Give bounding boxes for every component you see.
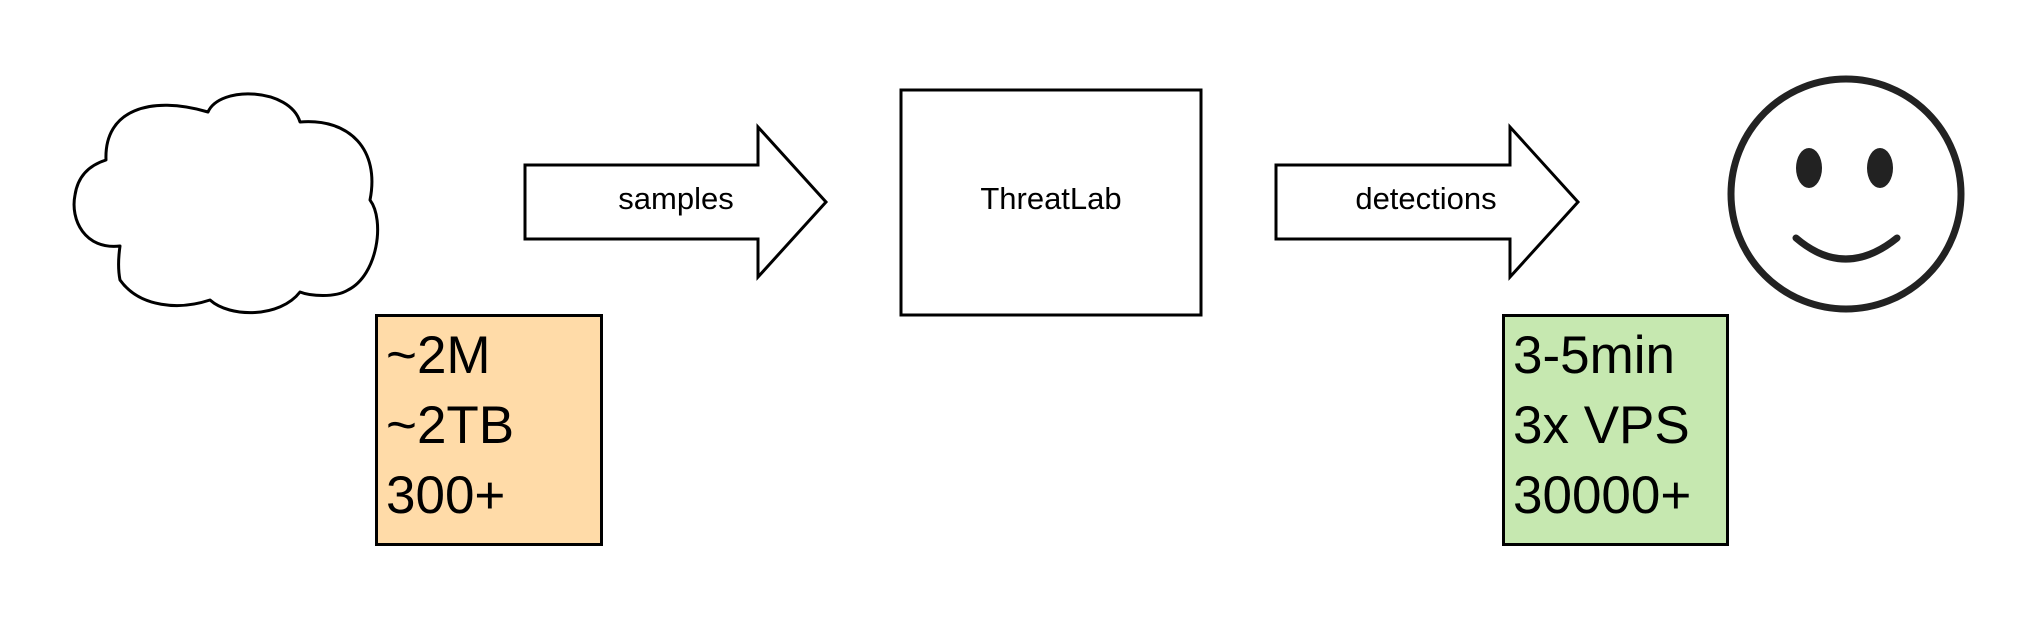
- face-outline: [1727, 75, 1965, 313]
- source-stat-size: ~2TB: [386, 396, 515, 455]
- smiley-face-icon: [1727, 75, 1965, 313]
- samples-label: samples: [618, 181, 733, 216]
- result-stat-servers: 3x VPS: [1513, 396, 1690, 455]
- threatlab-label: ThreatLab: [980, 181, 1121, 216]
- result-stat-time: 3-5min: [1513, 326, 1676, 385]
- source-stat-sources: 300+: [386, 466, 506, 525]
- result-stats-box: 3-5min 3x VPS 30000+: [1502, 314, 1729, 546]
- detections-arrow: [1274, 123, 1581, 281]
- source-stats-box: ~2M ~2TB 300+: [375, 314, 603, 546]
- threatlab-box: [899, 88, 1203, 317]
- right-eye: [1867, 148, 1893, 188]
- samples-arrow: [523, 123, 829, 281]
- detections-label: detections: [1355, 181, 1496, 216]
- source-stat-count: ~2M: [386, 326, 491, 385]
- result-stat-detections: 30000+: [1513, 466, 1692, 525]
- smile-mouth: [1792, 234, 1901, 263]
- left-eye: [1796, 148, 1822, 188]
- cloud-icon: [72, 92, 380, 315]
